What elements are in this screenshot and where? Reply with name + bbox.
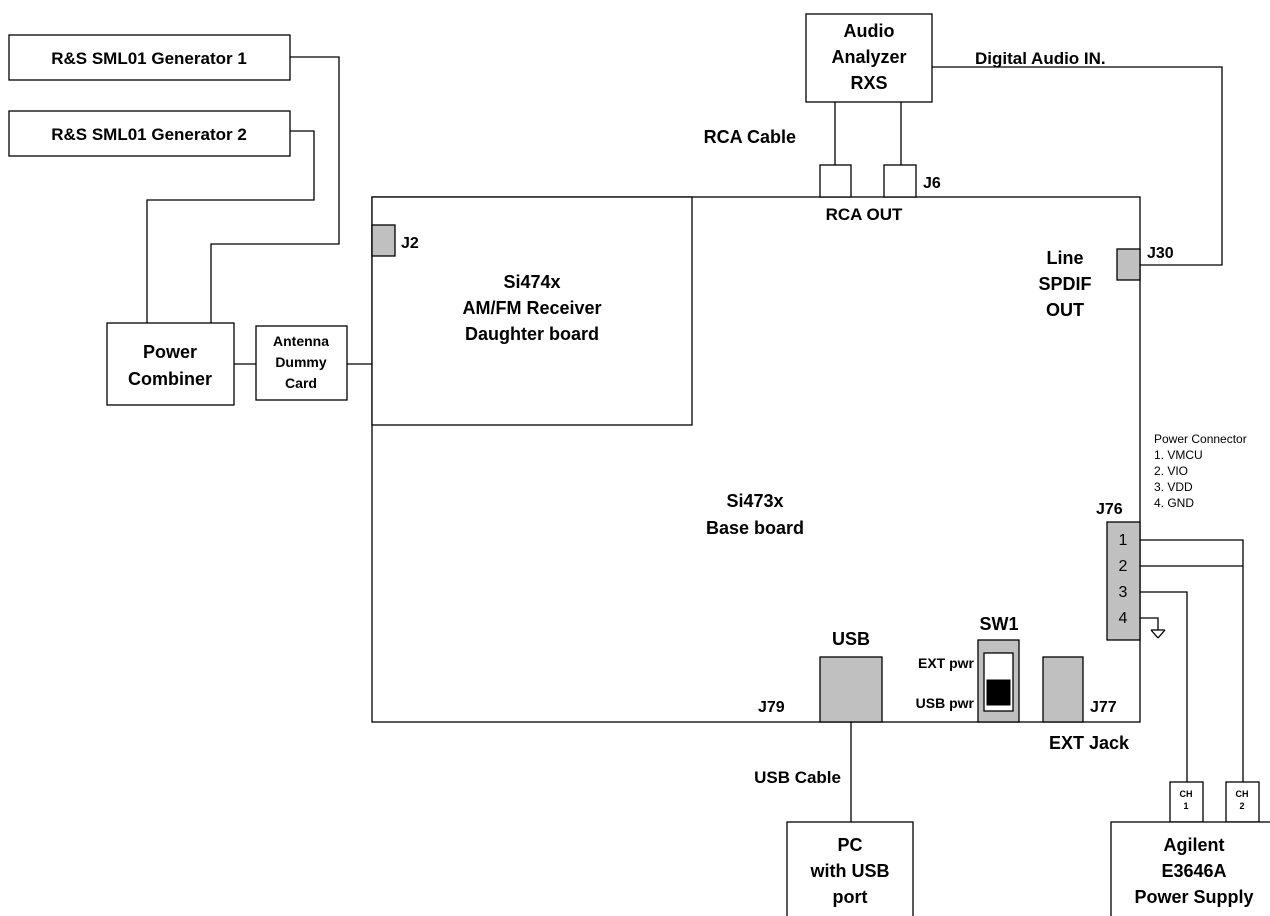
power-supply-line1: Agilent bbox=[1164, 835, 1225, 855]
ext-jack-label: EXT Jack bbox=[1049, 733, 1130, 753]
j6-connector bbox=[883, 164, 917, 198]
power-combiner-line1: Power bbox=[143, 342, 197, 362]
j30-connector bbox=[1116, 248, 1141, 281]
j76-pin-3: 3 bbox=[1119, 584, 1128, 601]
generator-2: R&S SML01 Generator 2 bbox=[8, 110, 291, 157]
ch1-line1: CH bbox=[1180, 789, 1193, 799]
rca-cable-label: RCA Cable bbox=[704, 127, 796, 147]
sw1-switch[interactable] bbox=[977, 639, 1020, 723]
sw1-toggle[interactable] bbox=[986, 679, 1011, 706]
ch2-line1: CH bbox=[1236, 789, 1249, 799]
power-combiner: Power Combiner bbox=[106, 322, 235, 406]
digital-audio-in-label: Digital Audio IN. bbox=[975, 49, 1106, 68]
antenna-dummy-line2: Dummy bbox=[275, 354, 327, 370]
pc-line1: PC bbox=[837, 835, 862, 855]
power-pin-2: 2. VIO bbox=[1154, 464, 1188, 478]
wire-gen2-combiner bbox=[146, 130, 315, 323]
line-spdif-line1: Line bbox=[1046, 248, 1083, 268]
generator-2-label: R&S SML01 Generator 2 bbox=[51, 125, 247, 144]
pc-line3: port bbox=[833, 887, 868, 907]
wire-pin1-ch2 bbox=[1140, 539, 1244, 782]
power-pin-4: 4. GND bbox=[1154, 496, 1194, 510]
ch2-connector: CH 2 bbox=[1225, 781, 1260, 823]
audio-analyzer-line3: RXS bbox=[850, 73, 887, 93]
j76-pin-1: 1 bbox=[1119, 532, 1128, 549]
j76-pin-2: 2 bbox=[1119, 558, 1128, 575]
usb-label: USB bbox=[832, 629, 870, 649]
power-supply-line2: E3646A bbox=[1161, 861, 1226, 881]
wire-gen1-combiner bbox=[210, 56, 340, 323]
j76-pin-4: 4 bbox=[1119, 610, 1128, 627]
daughter-board-line2: AM/FM Receiver bbox=[462, 298, 601, 318]
base-board-line1: Si473x bbox=[726, 491, 783, 511]
line-spdif-line2: SPDIF bbox=[1038, 274, 1091, 294]
audio-analyzer-line2: Analyzer bbox=[831, 47, 906, 67]
power-pin-3: 3. VDD bbox=[1154, 480, 1193, 494]
power-pin-1: 1. VMCU bbox=[1154, 448, 1203, 462]
power-supply-line3: Power Supply bbox=[1134, 887, 1253, 907]
ground-icon bbox=[1150, 629, 1166, 639]
sw1-label: SW1 bbox=[979, 614, 1018, 634]
pc-line2: with USB bbox=[810, 861, 890, 881]
ch1-line2: 1 bbox=[1183, 801, 1188, 811]
ch2-line2: 2 bbox=[1239, 801, 1244, 811]
j79-usb-connector bbox=[819, 656, 883, 723]
j77-ext-jack bbox=[1042, 656, 1084, 723]
audio-analyzer-line1: Audio bbox=[844, 21, 895, 41]
j79-label: J79 bbox=[758, 699, 785, 716]
rca-left-connector bbox=[819, 164, 852, 198]
power-connector-legend: Power Connector 1. VMCU 2. VIO 3. VDD 4.… bbox=[1154, 432, 1247, 510]
audio-analyzer: Audio Analyzer RXS bbox=[805, 13, 933, 103]
usb-cable-label: USB Cable bbox=[754, 768, 841, 787]
j77-label: J77 bbox=[1090, 699, 1117, 716]
line-spdif-line3: OUT bbox=[1046, 300, 1084, 320]
antenna-dummy-card: Antenna Dummy Card bbox=[255, 325, 348, 401]
wire-pin4-gnd bbox=[1140, 617, 1159, 630]
generator-1: R&S SML01 Generator 1 bbox=[8, 34, 291, 81]
ext-pwr-label: EXT pwr bbox=[918, 655, 975, 671]
j30-label: J30 bbox=[1147, 245, 1174, 262]
usb-pwr-label: USB pwr bbox=[916, 695, 975, 711]
daughter-board: Si474x AM/FM Receiver Daughter board bbox=[371, 196, 693, 426]
power-combiner-line2: Combiner bbox=[128, 369, 212, 389]
antenna-dummy-line3: Card bbox=[285, 375, 317, 391]
daughter-board-line1: Si474x bbox=[503, 272, 560, 292]
ch1-connector: CH 1 bbox=[1169, 781, 1204, 823]
j76-label: J76 bbox=[1096, 501, 1123, 518]
generator-1-label: R&S SML01 Generator 1 bbox=[51, 49, 247, 68]
pc-box: PC with USB port bbox=[786, 821, 914, 916]
base-board-line2: Base board bbox=[706, 518, 804, 538]
power-supply: Agilent E3646A Power Supply bbox=[1110, 821, 1270, 916]
wire-pin3-ch1 bbox=[1140, 591, 1188, 782]
antenna-dummy-line1: Antenna bbox=[273, 333, 329, 349]
daughter-board-line3: Daughter board bbox=[465, 324, 599, 344]
j2-connector bbox=[371, 224, 396, 257]
power-connector-title: Power Connector bbox=[1154, 432, 1247, 446]
rca-out-label: RCA OUT bbox=[826, 205, 903, 224]
wire-digital-audio bbox=[932, 66, 1223, 266]
j76-connector bbox=[1106, 521, 1141, 641]
j2-label: J2 bbox=[401, 235, 419, 252]
j6-label: J6 bbox=[923, 175, 941, 192]
